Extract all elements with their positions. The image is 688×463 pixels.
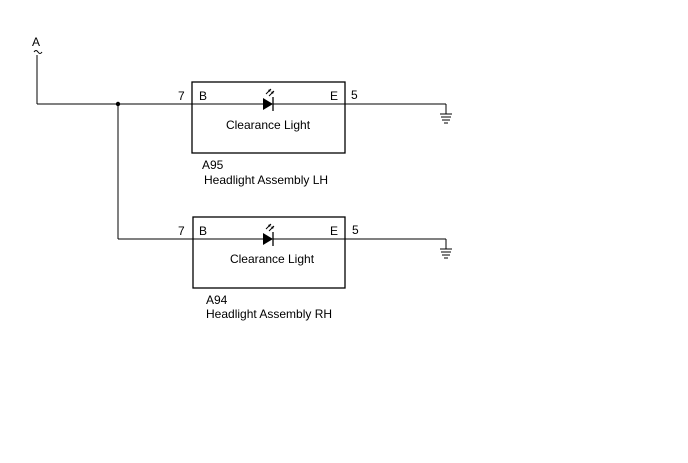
connector-code: A95 — [202, 158, 224, 172]
led-icon — [263, 223, 275, 246]
wire-break-symbol — [33, 50, 43, 54]
assembly-name: Headlight Assembly LH — [204, 173, 328, 187]
terminal-in-label: B — [199, 224, 207, 238]
terminal-out-label: E — [330, 224, 338, 238]
terminal-in-label: B — [199, 89, 207, 103]
led-icon — [263, 88, 275, 111]
function-label: Clearance Light — [230, 252, 315, 266]
assembly-name: Headlight Assembly RH — [206, 307, 332, 321]
terminal-out-label: E — [330, 89, 338, 103]
ground-icon — [440, 104, 452, 124]
pin-in-label: 7 — [178, 89, 185, 103]
function-label: Clearance Light — [226, 118, 311, 132]
pin-out-label: 5 — [352, 223, 359, 237]
ground-icon — [440, 239, 452, 259]
component-box — [191, 81, 346, 154]
pin-out-label: 5 — [351, 88, 358, 102]
component-rh: 7 B E 5 Clearance Light A94 Headlight As… — [178, 216, 452, 321]
component-box — [192, 216, 346, 289]
connector-code: A94 — [206, 293, 228, 307]
source-label: A — [32, 35, 40, 49]
component-lh: 7 B E 5 Clearance Light A95 Headlight As… — [178, 81, 452, 187]
pin-in-label: 7 — [178, 224, 185, 238]
